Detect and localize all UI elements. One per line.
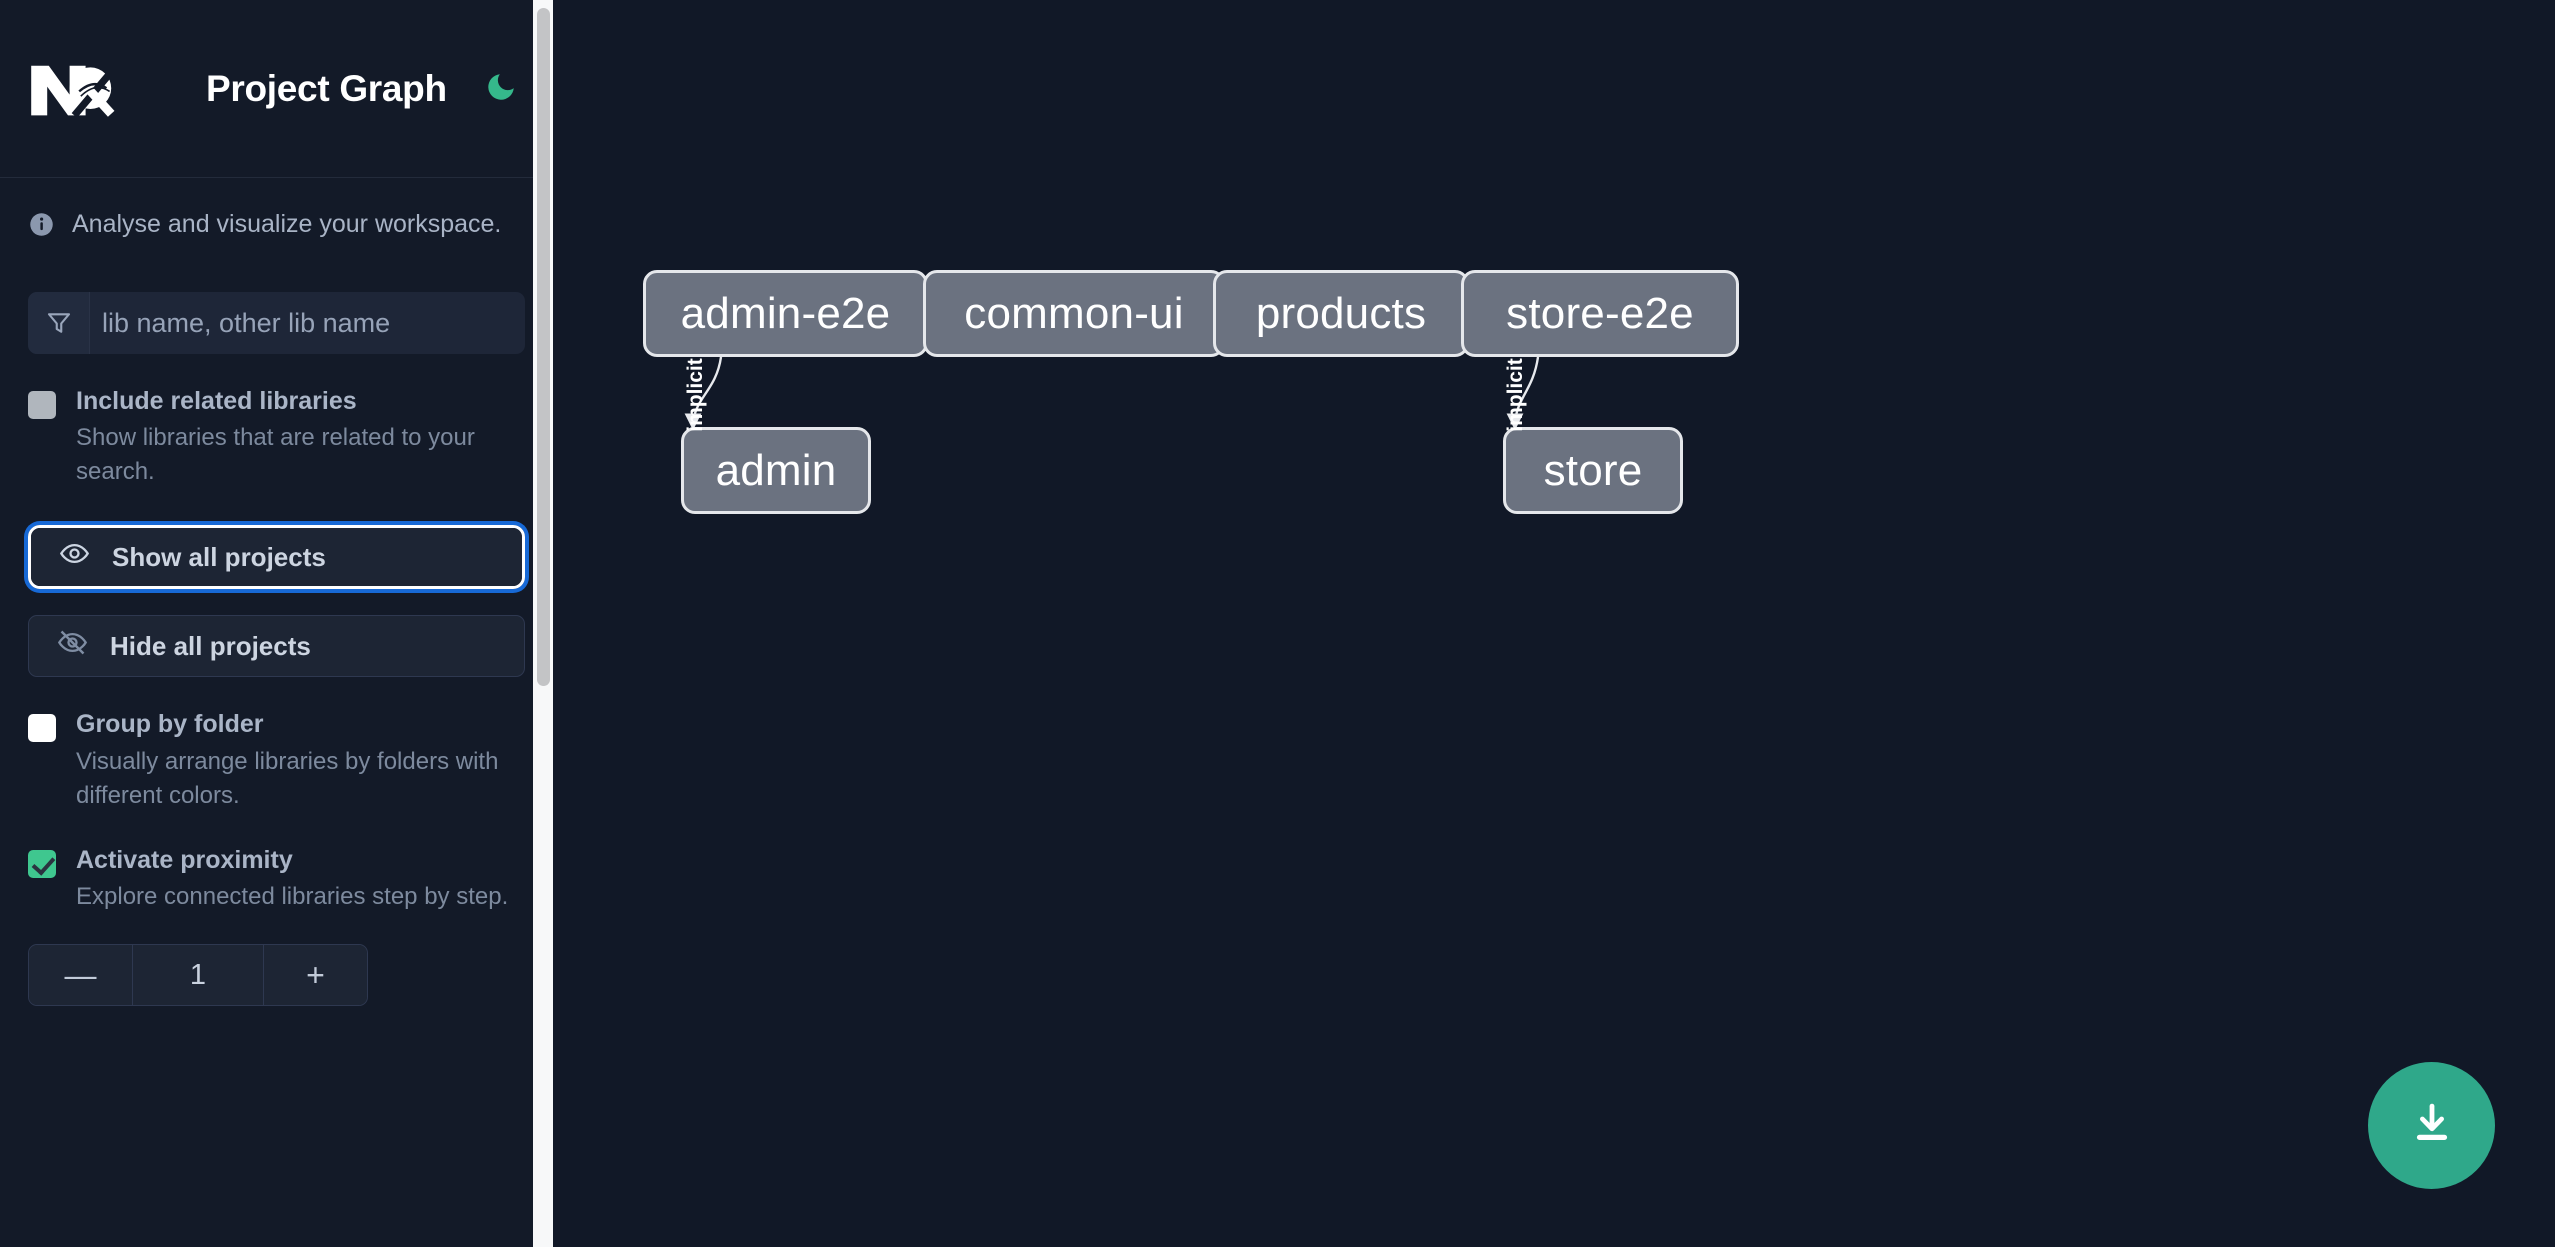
sidebar-scrollbar-thumb[interactable] <box>537 8 550 686</box>
graph-node-common-ui[interactable]: common-ui <box>923 270 1225 357</box>
hide-all-projects-label: Hide all projects <box>110 630 311 661</box>
sidebar-subtitle-row: Analyse and visualize your workspace. <box>0 178 553 270</box>
option-label: Activate proximity <box>76 845 293 874</box>
option-include-related-libraries[interactable]: Include related libraries Show libraries… <box>28 386 525 489</box>
nx-logo <box>28 53 124 125</box>
download-graph-button[interactable] <box>2368 1062 2495 1189</box>
show-all-projects-label: Show all projects <box>112 541 326 572</box>
sidebar-subtitle: Analyse and visualize your workspace. <box>72 209 502 238</box>
option-description: Visually arrange libraries by folders wi… <box>76 747 499 809</box>
graph-node-label: common-ui <box>964 288 1184 338</box>
activate-proximity-checkbox[interactable] <box>28 849 56 878</box>
group-by-folder-checkbox[interactable] <box>28 714 56 743</box>
moon-icon <box>484 70 518 107</box>
option-group-by-folder[interactable]: Group by folder Visually arrange librari… <box>28 709 525 812</box>
show-all-projects-button[interactable]: Show all projects <box>31 528 522 587</box>
option-description: Show libraries that are related to your … <box>76 424 475 486</box>
eye-off-icon <box>57 627 88 665</box>
graph-node-label: products <box>1255 288 1427 338</box>
hide-all-projects-button[interactable]: Hide all projects <box>28 615 525 678</box>
graph-node-label: store-e2e <box>1506 288 1694 338</box>
include-related-libraries-checkbox[interactable] <box>28 391 56 419</box>
proximity-increment-button[interactable]: + <box>263 945 367 1006</box>
graph-node-label: admin-e2e <box>680 288 891 338</box>
sidebar: Project Graph Analyse and visualize your… <box>0 0 553 1247</box>
graph-node-admin[interactable]: admin <box>681 427 871 514</box>
graph-edges <box>684 356 1540 431</box>
sidebar-body: Include related libraries Show libraries… <box>0 292 553 1007</box>
proximity-value: 1 <box>133 945 263 1006</box>
eye-icon <box>59 538 90 576</box>
option-label: Include related libraries <box>76 387 357 415</box>
graph-node-store-e2e[interactable]: store-e2e <box>1461 270 1739 357</box>
sidebar-scrollbar[interactable] <box>533 0 553 1247</box>
sidebar-header: Project Graph <box>0 0 553 178</box>
option-label: Group by folder <box>76 710 264 739</box>
download-icon <box>2407 1099 2457 1152</box>
graph-node-products[interactable]: products <box>1213 270 1469 357</box>
proximity-stepper[interactable]: — 1 + <box>28 944 368 1007</box>
graph-canvas[interactable]: admin-e2e common-ui products store-e2e a… <box>553 0 2555 1247</box>
option-activate-proximity[interactable]: Activate proximity Explore connected lib… <box>28 845 525 914</box>
option-description: Explore connected libraries step by step… <box>76 883 509 911</box>
proximity-decrement-button[interactable]: — <box>29 945 133 1006</box>
graph-node-store[interactable]: store <box>1503 427 1683 514</box>
page-title: Project Graph <box>206 67 447 109</box>
show-all-projects-focus-ring: Show all projects <box>28 525 525 590</box>
search-input[interactable] <box>90 292 525 354</box>
graph-node-label: admin <box>715 445 837 495</box>
search-field[interactable] <box>28 292 525 354</box>
filter-icon <box>28 292 90 354</box>
info-icon <box>28 211 55 238</box>
theme-toggle-button[interactable] <box>479 67 523 111</box>
graph-node-label: store <box>1543 445 1643 495</box>
graph-node-admin-e2e[interactable]: admin-e2e <box>643 270 928 357</box>
